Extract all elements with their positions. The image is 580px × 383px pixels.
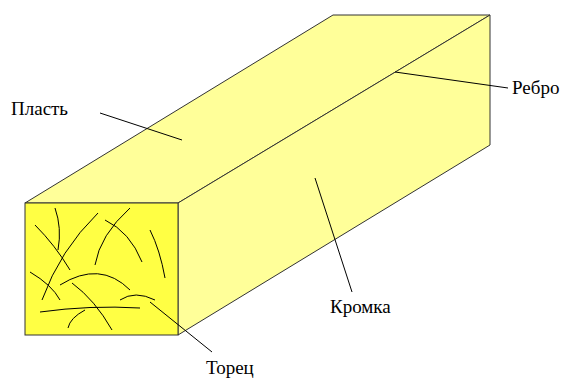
leader-kromka bbox=[315, 178, 352, 292]
end-face bbox=[25, 203, 178, 335]
part-label: Торец bbox=[206, 358, 254, 377]
part-label: Пласть bbox=[11, 99, 68, 118]
leader-torets bbox=[150, 302, 212, 352]
leader-plast bbox=[100, 113, 182, 140]
part-label: Кромка bbox=[330, 297, 391, 316]
grain-lines bbox=[30, 208, 165, 330]
leader-lines bbox=[100, 72, 508, 352]
side-face bbox=[178, 15, 490, 335]
part-label: Ребро bbox=[512, 78, 559, 97]
leader-rebro bbox=[395, 72, 508, 88]
